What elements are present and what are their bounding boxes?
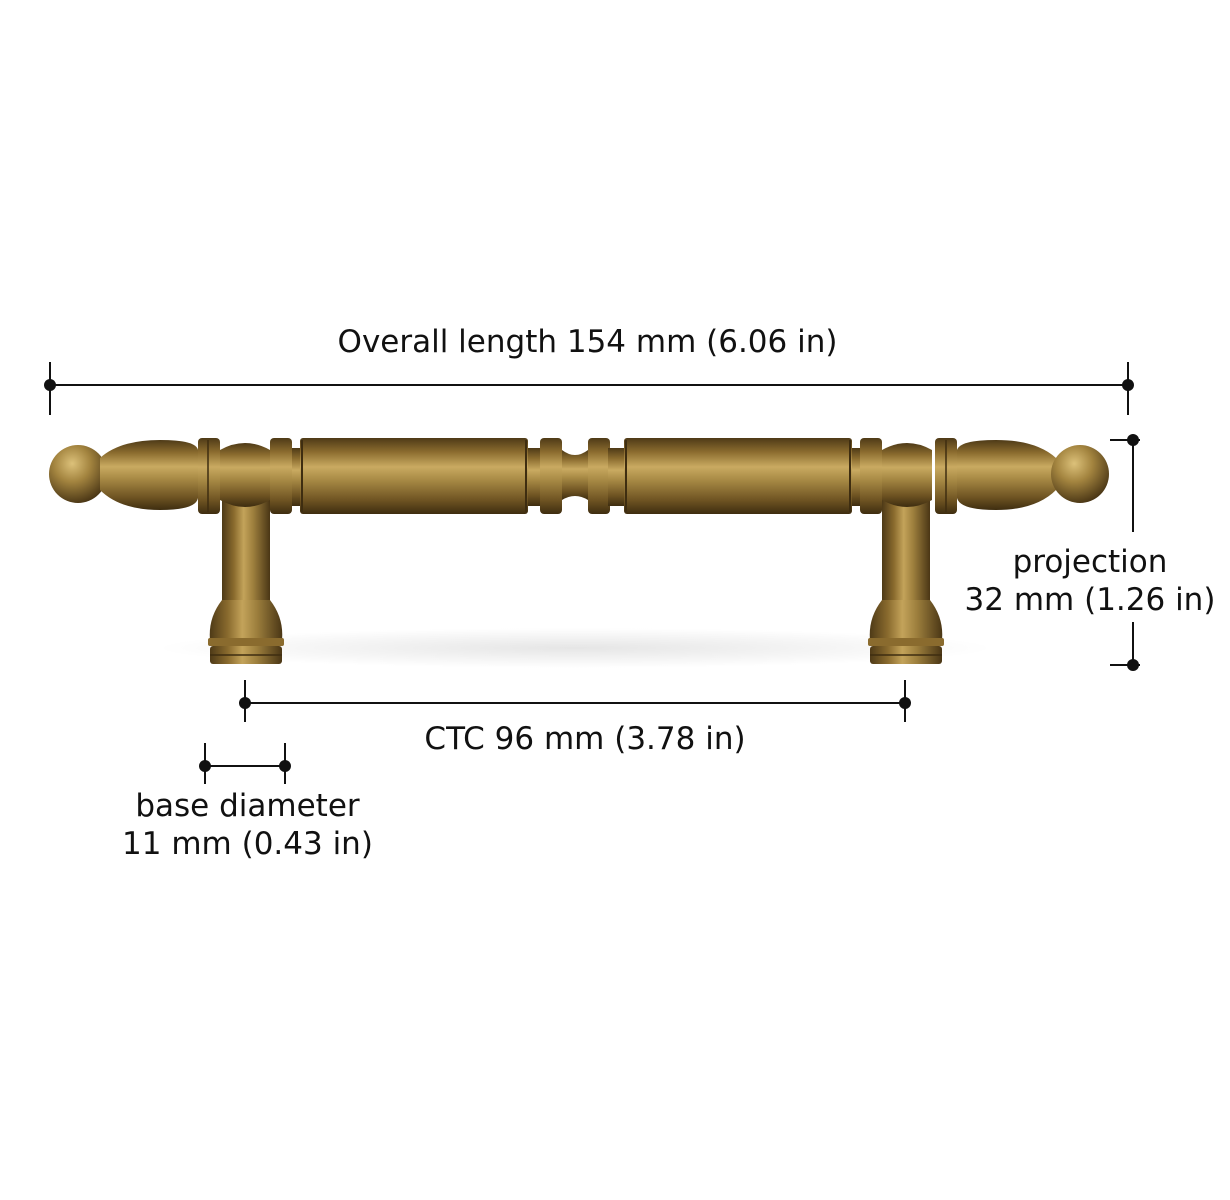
left-post [208,500,284,664]
overall-length-dot-right [1122,379,1134,391]
base-diameter-dot-left [199,760,211,772]
base-diameter-dot-right [279,760,291,772]
ctc-dot-left [239,697,251,709]
projection-label-line2: 32 mm (1.26 in) [964,582,1216,618]
left-cylinder [300,438,528,514]
product-shadow [155,628,995,668]
handle-bar [49,438,1109,514]
ctc-dimension [239,680,911,722]
base-diameter-label-line1: base diameter [135,788,360,824]
product-dimension-diagram: Overall length 154 mm (6.06 in) projecti… [44,324,1216,863]
base-diameter-label: base diameter 11 mm (0.43 in) [105,787,390,863]
overall-length-label: Overall length 154 mm (6.06 in) [337,324,838,360]
ctc-label: CTC 96 mm (3.78 in) [424,721,746,757]
projection-label-line1: projection [1012,544,1168,580]
right-post [868,500,944,664]
overall-length-dimension [44,362,1134,415]
base-diameter-dimension [199,743,291,784]
projection-dot-top [1127,434,1139,446]
projection-dot-bottom [1127,659,1139,671]
projection-dimension [1110,434,1140,671]
cabinet-pull-illustration [49,438,1109,664]
right-cylinder [624,438,852,514]
right-end-ball [1051,445,1109,503]
diagram-svg [44,362,1140,784]
ctc-dot-right [899,697,911,709]
overall-length-dot-left [44,379,56,391]
projection-label: projection 32 mm (1.26 in) [950,543,1230,619]
base-diameter-label-line2: 11 mm (0.43 in) [122,826,373,862]
left-end-ball [49,445,107,503]
